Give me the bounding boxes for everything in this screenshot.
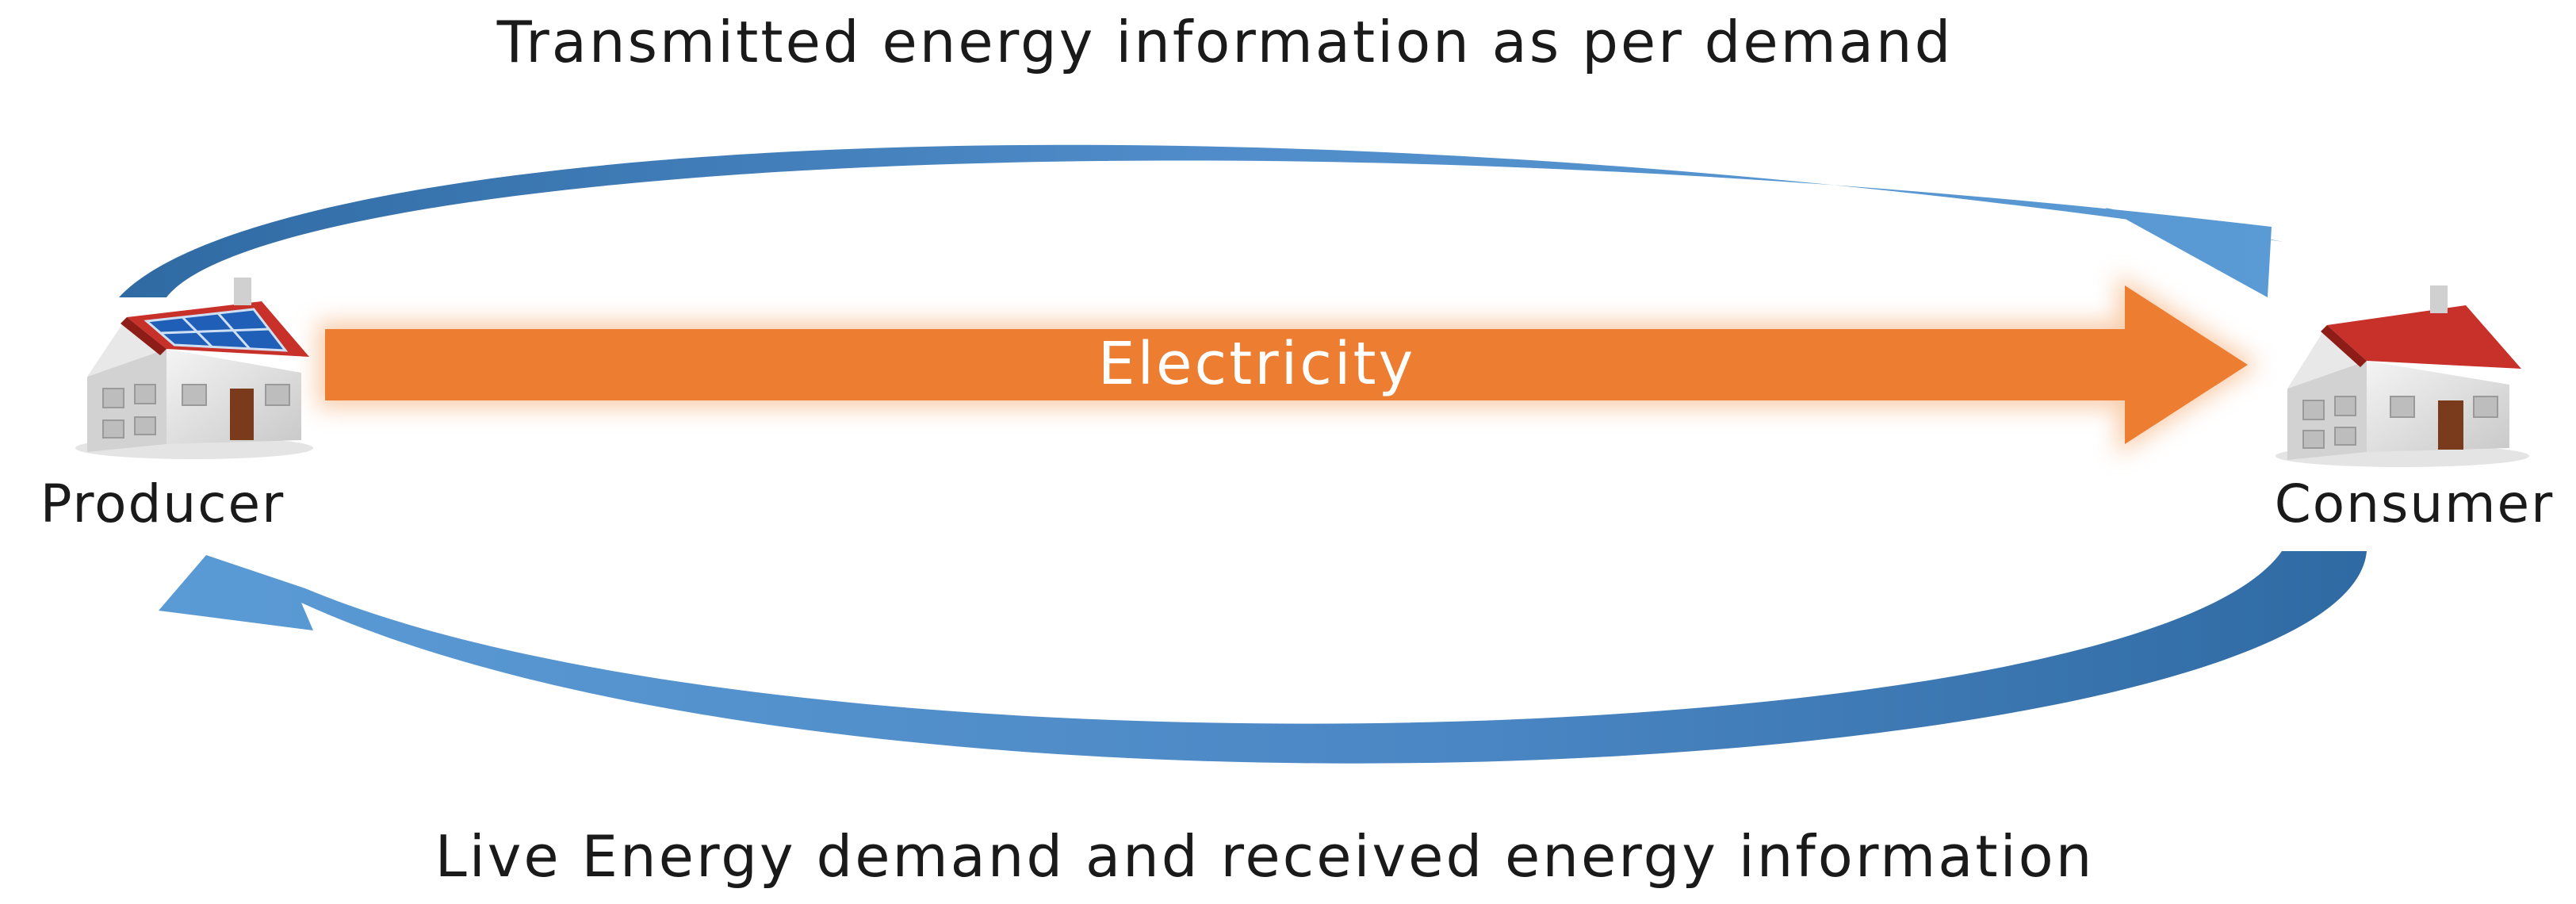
- electricity-arrow: Electricity: [317, 274, 2260, 456]
- electricity-label: Electricity: [1098, 330, 1416, 398]
- solar-house-icon: [75, 278, 313, 459]
- top-info-arrow: [119, 144, 2283, 297]
- producer-label: Producer: [40, 473, 285, 534]
- bottom-info-arrow: [159, 551, 2367, 764]
- house-icon: [2276, 285, 2529, 467]
- consumer-label: Consumer: [2275, 473, 2555, 534]
- top-flow-label: Transmitted energy information as per de…: [496, 9, 1954, 75]
- bottom-flow-label: Live Energy demand and received energy i…: [435, 823, 2095, 890]
